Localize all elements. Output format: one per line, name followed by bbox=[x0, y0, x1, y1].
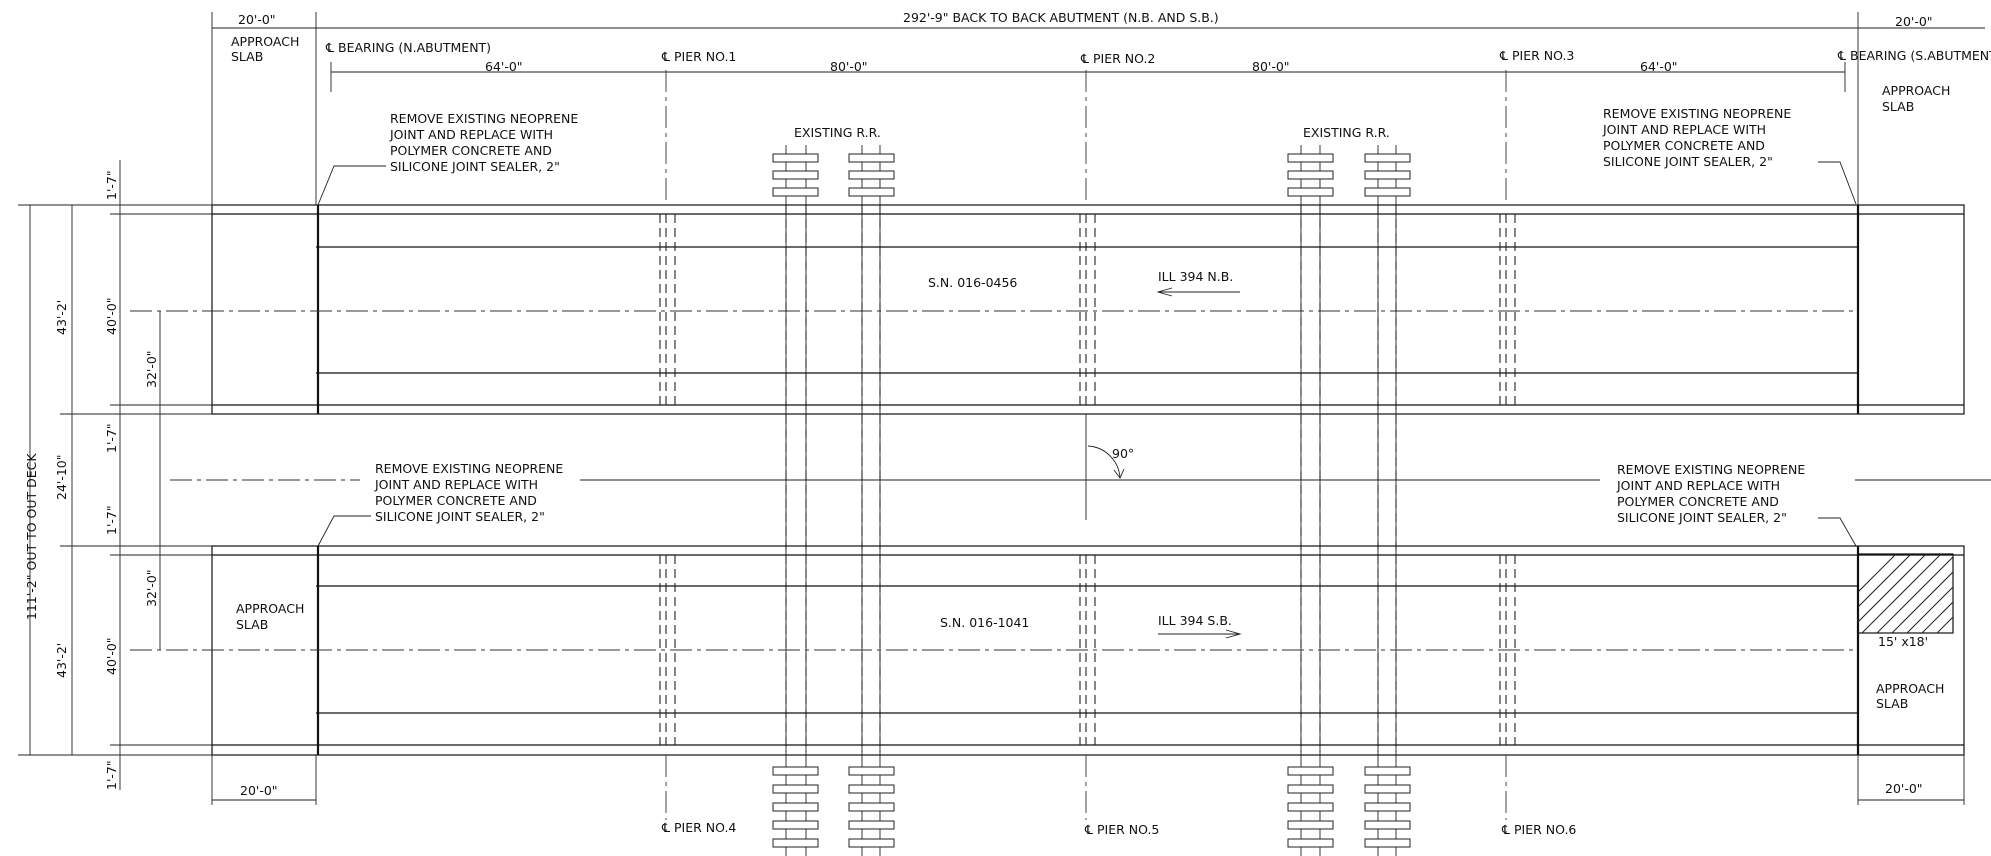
dim-top-right: 20'-0" bbox=[1895, 14, 1933, 29]
svg-text:APPROACH: APPROACH bbox=[1876, 681, 1944, 696]
svg-text:SLAB: SLAB bbox=[1876, 696, 1908, 711]
svg-text:SILICONE JOINT SEALER, 2": SILICONE JOINT SEALER, 2" bbox=[390, 159, 560, 174]
svg-text:SLAB: SLAB bbox=[1882, 99, 1914, 114]
dim-span-2: 80'-0" bbox=[830, 59, 868, 74]
dim-bottom-left: 20'-0" bbox=[240, 783, 278, 798]
sb-direction-arrow bbox=[1158, 629, 1242, 639]
skew-angle-mark bbox=[1087, 445, 1125, 479]
label-bearing-n: ℄ BEARING (N.ABUTMENT) bbox=[325, 40, 491, 55]
label-pier-3: ℄ PIER NO.3 bbox=[1499, 48, 1574, 63]
svg-text:SLAB: SLAB bbox=[231, 49, 263, 64]
approach-slab-se: APPROACH SLAB bbox=[1876, 681, 1944, 711]
dim-bottom-right: 20'-0" bbox=[1885, 781, 1923, 796]
northbound-deck bbox=[130, 204, 1965, 415]
nb-structure-number: S.N. 016-0456 bbox=[928, 275, 1017, 290]
dim-nb-centerline: 32'-0" bbox=[144, 350, 159, 388]
dim-overhang-4: 1'-7" bbox=[104, 760, 119, 790]
label-pier-6: ℄ PIER NO.6 bbox=[1501, 822, 1576, 837]
hatched-patch bbox=[1857, 553, 1954, 634]
nb-direction-arrow bbox=[1156, 287, 1240, 297]
svg-text:SLAB: SLAB bbox=[236, 617, 268, 632]
joint-note-sw: REMOVE EXISTING NEOPRENE JOINT AND REPLA… bbox=[317, 461, 563, 547]
svg-text:REMOVE EXISTING NEOPRENE: REMOVE EXISTING NEOPRENE bbox=[1603, 106, 1791, 121]
dim-span-3: 80'-0" bbox=[1252, 59, 1290, 74]
left-dimensions bbox=[18, 160, 212, 790]
dim-sb-roadway: 40'-0" bbox=[104, 637, 119, 675]
label-pier-1: ℄ PIER NO.1 bbox=[661, 49, 736, 64]
label-pier-5: ℄ PIER NO.5 bbox=[1084, 822, 1159, 837]
dim-sb-width: 43'-2' bbox=[54, 643, 69, 678]
svg-text:APPROACH: APPROACH bbox=[231, 34, 299, 49]
svg-text:REMOVE EXISTING NEOPRENE: REMOVE EXISTING NEOPRENE bbox=[1617, 462, 1805, 477]
sb-structure-number: S.N. 016-1041 bbox=[940, 615, 1029, 630]
svg-text:JOINT AND REPLACE WITH: JOINT AND REPLACE WITH bbox=[1602, 122, 1766, 137]
dim-sb-centerline: 32'-0" bbox=[144, 569, 159, 607]
nb-route-label: ILL 394 N.B. bbox=[1158, 269, 1233, 284]
dim-span-4: 64'-0" bbox=[1640, 59, 1678, 74]
dim-overhang-2: 1'-7" bbox=[104, 423, 119, 453]
dim-span-1: 64'-0" bbox=[485, 59, 523, 74]
dim-nb-roadway: 40'-0" bbox=[104, 297, 119, 335]
skew-angle-label: 90° bbox=[1112, 446, 1134, 461]
southbound-deck bbox=[130, 545, 1965, 756]
svg-text:POLYMER CONCRETE AND: POLYMER CONCRETE AND bbox=[390, 143, 552, 158]
svg-text:SILICONE JOINT SEALER, 2": SILICONE JOINT SEALER, 2" bbox=[1617, 510, 1787, 525]
dim-overhang-3: 1'-7" bbox=[104, 505, 119, 535]
label-bearing-s: ℄ BEARING (S.ABUTMENT) bbox=[1837, 48, 1991, 63]
label-existing-rr-1: EXISTING R.R. bbox=[794, 125, 881, 140]
svg-text:REMOVE EXISTING NEOPRENE: REMOVE EXISTING NEOPRENE bbox=[390, 111, 578, 126]
top-dimensions bbox=[211, 12, 1985, 205]
svg-text:SILICONE JOINT SEALER, 2": SILICONE JOINT SEALER, 2" bbox=[375, 509, 545, 524]
joint-note-ne: REMOVE EXISTING NEOPRENE JOINT AND REPLA… bbox=[1602, 106, 1857, 205]
svg-text:JOINT AND REPLACE WITH: JOINT AND REPLACE WITH bbox=[389, 127, 553, 142]
label-pier-4: ℄ PIER NO.4 bbox=[661, 820, 736, 835]
svg-text:APPROACH: APPROACH bbox=[1882, 83, 1950, 98]
approach-slab-nw: APPROACH SLAB bbox=[231, 34, 299, 64]
sb-route-label: ILL 394 S.B. bbox=[1158, 613, 1232, 628]
joint-note-nw: REMOVE EXISTING NEOPRENE JOINT AND REPLA… bbox=[317, 111, 578, 206]
bottom-dimensions bbox=[211, 755, 1965, 805]
svg-text:REMOVE EXISTING NEOPRENE: REMOVE EXISTING NEOPRENE bbox=[375, 461, 563, 476]
svg-text:POLYMER CONCRETE AND: POLYMER CONCRETE AND bbox=[1603, 138, 1765, 153]
dim-overall-deck: 111'-2" OUT TO OUT DECK bbox=[24, 453, 39, 620]
svg-text:SILICONE JOINT SEALER, 2": SILICONE JOINT SEALER, 2" bbox=[1603, 154, 1773, 169]
svg-text:APPROACH: APPROACH bbox=[236, 601, 304, 616]
pier-centerlines bbox=[665, 70, 1507, 820]
dim-top-overall: 292'-9" BACK TO BACK ABUTMENT (N.B. AND … bbox=[903, 10, 1219, 25]
svg-text:JOINT AND REPLACE WITH: JOINT AND REPLACE WITH bbox=[374, 477, 538, 492]
railroad-tracks bbox=[772, 145, 1411, 856]
svg-text:JOINT AND REPLACE WITH: JOINT AND REPLACE WITH bbox=[1616, 478, 1780, 493]
label-existing-rr-2: EXISTING R.R. bbox=[1303, 125, 1390, 140]
dim-top-left: 20'-0" bbox=[238, 12, 276, 27]
svg-text:POLYMER CONCRETE AND: POLYMER CONCRETE AND bbox=[1617, 494, 1779, 509]
label-pier-2: ℄ PIER NO.2 bbox=[1080, 51, 1155, 66]
joint-note-se: REMOVE EXISTING NEOPRENE JOINT AND REPLA… bbox=[1616, 462, 1857, 547]
dim-median: 24'-10" bbox=[54, 454, 69, 500]
approach-slab-ne: APPROACH SLAB bbox=[1882, 83, 1950, 114]
patch-size-label: 15' x18' bbox=[1878, 634, 1928, 649]
dim-overhang-1: 1'-7" bbox=[104, 170, 119, 200]
dim-nb-width: 43'-2' bbox=[54, 300, 69, 335]
svg-text:POLYMER CONCRETE AND: POLYMER CONCRETE AND bbox=[375, 493, 537, 508]
approach-slab-sw: APPROACH SLAB bbox=[236, 601, 304, 632]
